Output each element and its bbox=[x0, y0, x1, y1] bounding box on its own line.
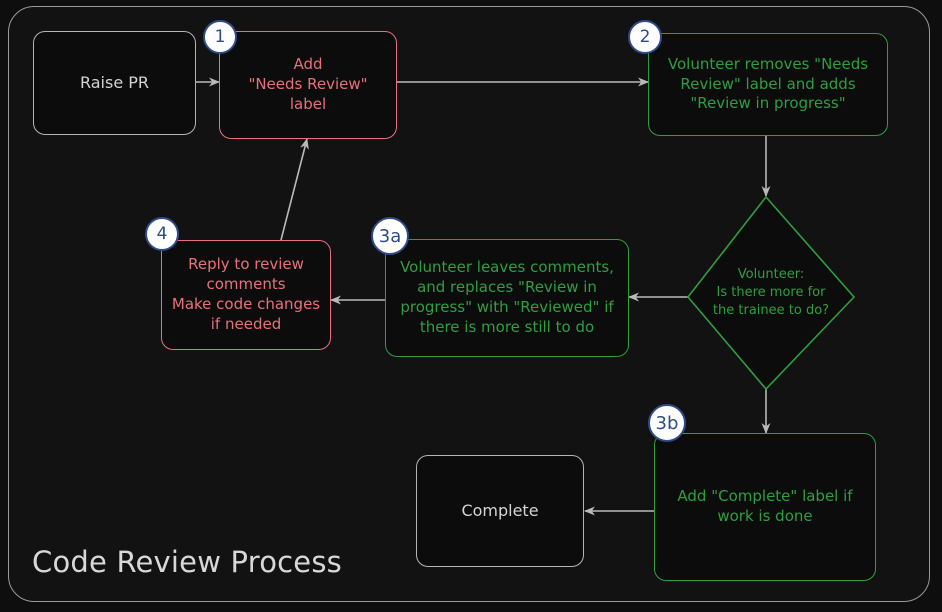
node-add-needs-review-label-text: Add "Needs Review" label bbox=[248, 55, 368, 113]
node-complete-label: Complete bbox=[461, 501, 539, 521]
step-badge-3b: 3b bbox=[648, 404, 686, 442]
node-volunteer-decision[interactable]: Volunteer: Is there more for the trainee… bbox=[688, 197, 854, 389]
node-reply-to-review-comments[interactable]: Reply to review comments Make code chang… bbox=[161, 240, 331, 350]
step-badge-4: 4 bbox=[145, 217, 179, 251]
step-badge-4-label: 4 bbox=[156, 224, 168, 244]
node-add-complete-label[interactable]: Add "Complete" label if work is done bbox=[654, 433, 876, 581]
step-badge-1-label: 1 bbox=[214, 27, 226, 47]
node-raise-pr[interactable]: Raise PR bbox=[33, 31, 196, 135]
node-reply-to-review-comments-text: Reply to review comments Make code chang… bbox=[171, 255, 321, 333]
node-raise-pr-label: Raise PR bbox=[79, 73, 150, 93]
node-volunteer-removes-label[interactable]: Volunteer removes "Needs Review" label a… bbox=[648, 33, 888, 136]
diagram-title: Code Review Process bbox=[32, 545, 342, 579]
node-add-complete-label-text: Add "Complete" label if work is done bbox=[677, 487, 853, 525]
node-volunteer-leaves-comments[interactable]: Volunteer leaves comments, and replaces … bbox=[385, 239, 629, 357]
node-volunteer-leaves-comments-text: Volunteer leaves comments, and replaces … bbox=[400, 258, 614, 336]
node-volunteer-removes-label-text: Volunteer removes "Needs Review" label a… bbox=[667, 54, 869, 113]
step-badge-2: 2 bbox=[628, 20, 662, 54]
diagram-title-text: Code Review Process bbox=[32, 545, 342, 579]
step-badge-3a-label: 3a bbox=[378, 225, 402, 247]
node-complete[interactable]: Complete bbox=[416, 455, 584, 567]
node-add-needs-review-label[interactable]: Add "Needs Review" label bbox=[219, 31, 397, 139]
step-badge-2-label: 2 bbox=[639, 27, 651, 47]
step-badge-3b-label: 3b bbox=[655, 412, 679, 434]
step-badge-3a: 3a bbox=[371, 217, 409, 255]
node-volunteer-decision-label: Volunteer: Is there more for the trainee… bbox=[712, 266, 830, 319]
step-badge-1: 1 bbox=[203, 20, 237, 54]
